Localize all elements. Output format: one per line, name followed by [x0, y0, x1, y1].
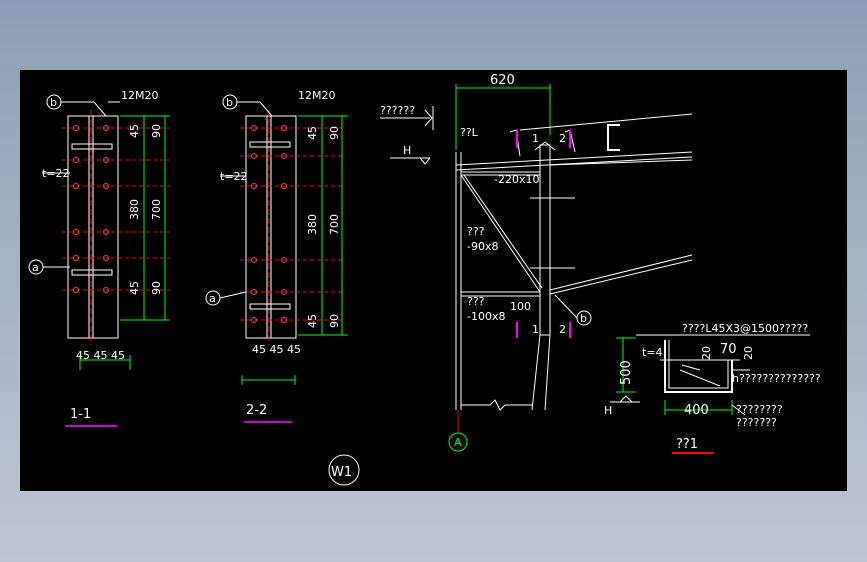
axis-a-label: A [454, 436, 462, 449]
main-base-label: ??? [467, 295, 485, 308]
middle-dim-380: 380 [306, 214, 319, 235]
middle-dim-45-top: 45 [306, 126, 319, 140]
left-detail [28, 94, 170, 427]
main-h-label: H [403, 144, 411, 157]
main-top-dim: 620 [490, 73, 515, 88]
middle-dim-45-bottom: 45 [306, 314, 319, 328]
right-note-bottom1: ???????? [736, 403, 783, 416]
right-dim-20a: 20 [700, 346, 713, 360]
right-h-label: h?????????????? [732, 372, 821, 385]
right-note-top: ????L45X3@1500????? [682, 322, 808, 335]
right-dim-500: 500 [619, 360, 634, 385]
right-h-mark: H [604, 404, 612, 417]
left-dim-700: 700 [150, 199, 163, 220]
main-base-size: -100x8 [467, 310, 505, 323]
cad-drawing-svg: b a 12M20 t=22 700 380 45 90 45 90 45 45… [28, 73, 821, 486]
left-bolt-label: 12M20 [121, 89, 159, 102]
left-title: 1-1 [70, 407, 91, 422]
main-section-1-bottom: 1 [532, 323, 539, 336]
main-l-label: ??L [460, 126, 479, 139]
left-dim-45-top: 45 [128, 124, 141, 138]
main-plate-1: -220x10 [494, 173, 539, 186]
main-section-2-top: 2 [559, 132, 566, 145]
left-dim-90-bottom: 90 [150, 281, 163, 295]
middle-dim-90-top: 90 [328, 126, 341, 140]
left-dim-380: 380 [128, 199, 141, 220]
middle-title: 2-2 [246, 403, 267, 418]
right-dim-400: 400 [684, 403, 709, 418]
middle-detail [205, 94, 348, 423]
left-dim-45-bottom: 45 [128, 281, 141, 295]
left-callout-b: b [50, 96, 57, 109]
main-section-2-bottom: 2 [559, 323, 566, 336]
left-callout-a: a [32, 261, 39, 274]
main-roof-label: ?????? [380, 104, 415, 117]
main-base-dim: 100 [510, 300, 531, 313]
main-detail [380, 84, 693, 452]
left-dim-90-top: 90 [150, 124, 163, 138]
middle-dim-700: 700 [328, 214, 341, 235]
middle-callout-b: b [226, 96, 233, 109]
right-note-bottom2: ??????? [736, 416, 777, 429]
main-callout-b: b [580, 312, 587, 325]
main-stiffener-size: -90x8 [467, 240, 498, 253]
right-title: ??1 [676, 437, 698, 452]
right-dim-70: 70 [720, 342, 737, 357]
right-detail [610, 334, 810, 454]
right-dim-20b: 20 [742, 346, 755, 360]
main-stiffener-label: ??? [467, 225, 485, 238]
left-bottom-dims: 45 45 45 [76, 349, 125, 362]
left-plate-thickness: t=22 [42, 167, 70, 180]
cad-drawing-canvas[interactable]: b a 12M20 t=22 700 380 45 90 45 90 45 45… [20, 70, 847, 491]
sheet-label: W1 [331, 465, 352, 480]
middle-callout-a: a [209, 292, 216, 305]
main-section-1-top: 1 [532, 132, 539, 145]
middle-bottom-dims: 45 45 45 [252, 343, 301, 356]
middle-plate-thickness: t=22 [220, 170, 248, 183]
middle-bolt-label: 12M20 [298, 89, 336, 102]
middle-dim-90-bottom: 90 [328, 314, 341, 328]
right-t-label: t=4 [642, 346, 663, 359]
